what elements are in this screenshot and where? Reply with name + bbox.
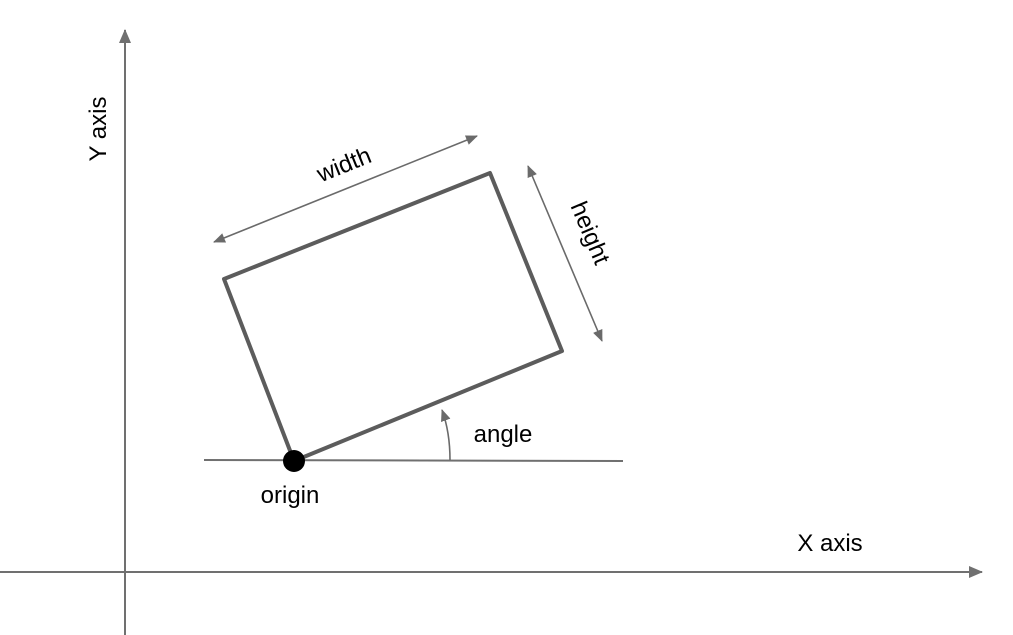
origin-point [283, 450, 305, 472]
height-label: height [565, 198, 616, 269]
x-axis-label: X axis [797, 530, 862, 557]
origin-label: origin [261, 482, 320, 509]
height-dimension-arrow [527, 165, 603, 342]
angle-label: angle [474, 421, 533, 448]
y-axis-label: Y axis [85, 97, 112, 162]
width-dimension-arrow [213, 135, 478, 243]
rotated-rectangle [222, 171, 564, 463]
angle-arc [441, 409, 451, 461]
horizontal-reference-line [203, 459, 624, 462]
